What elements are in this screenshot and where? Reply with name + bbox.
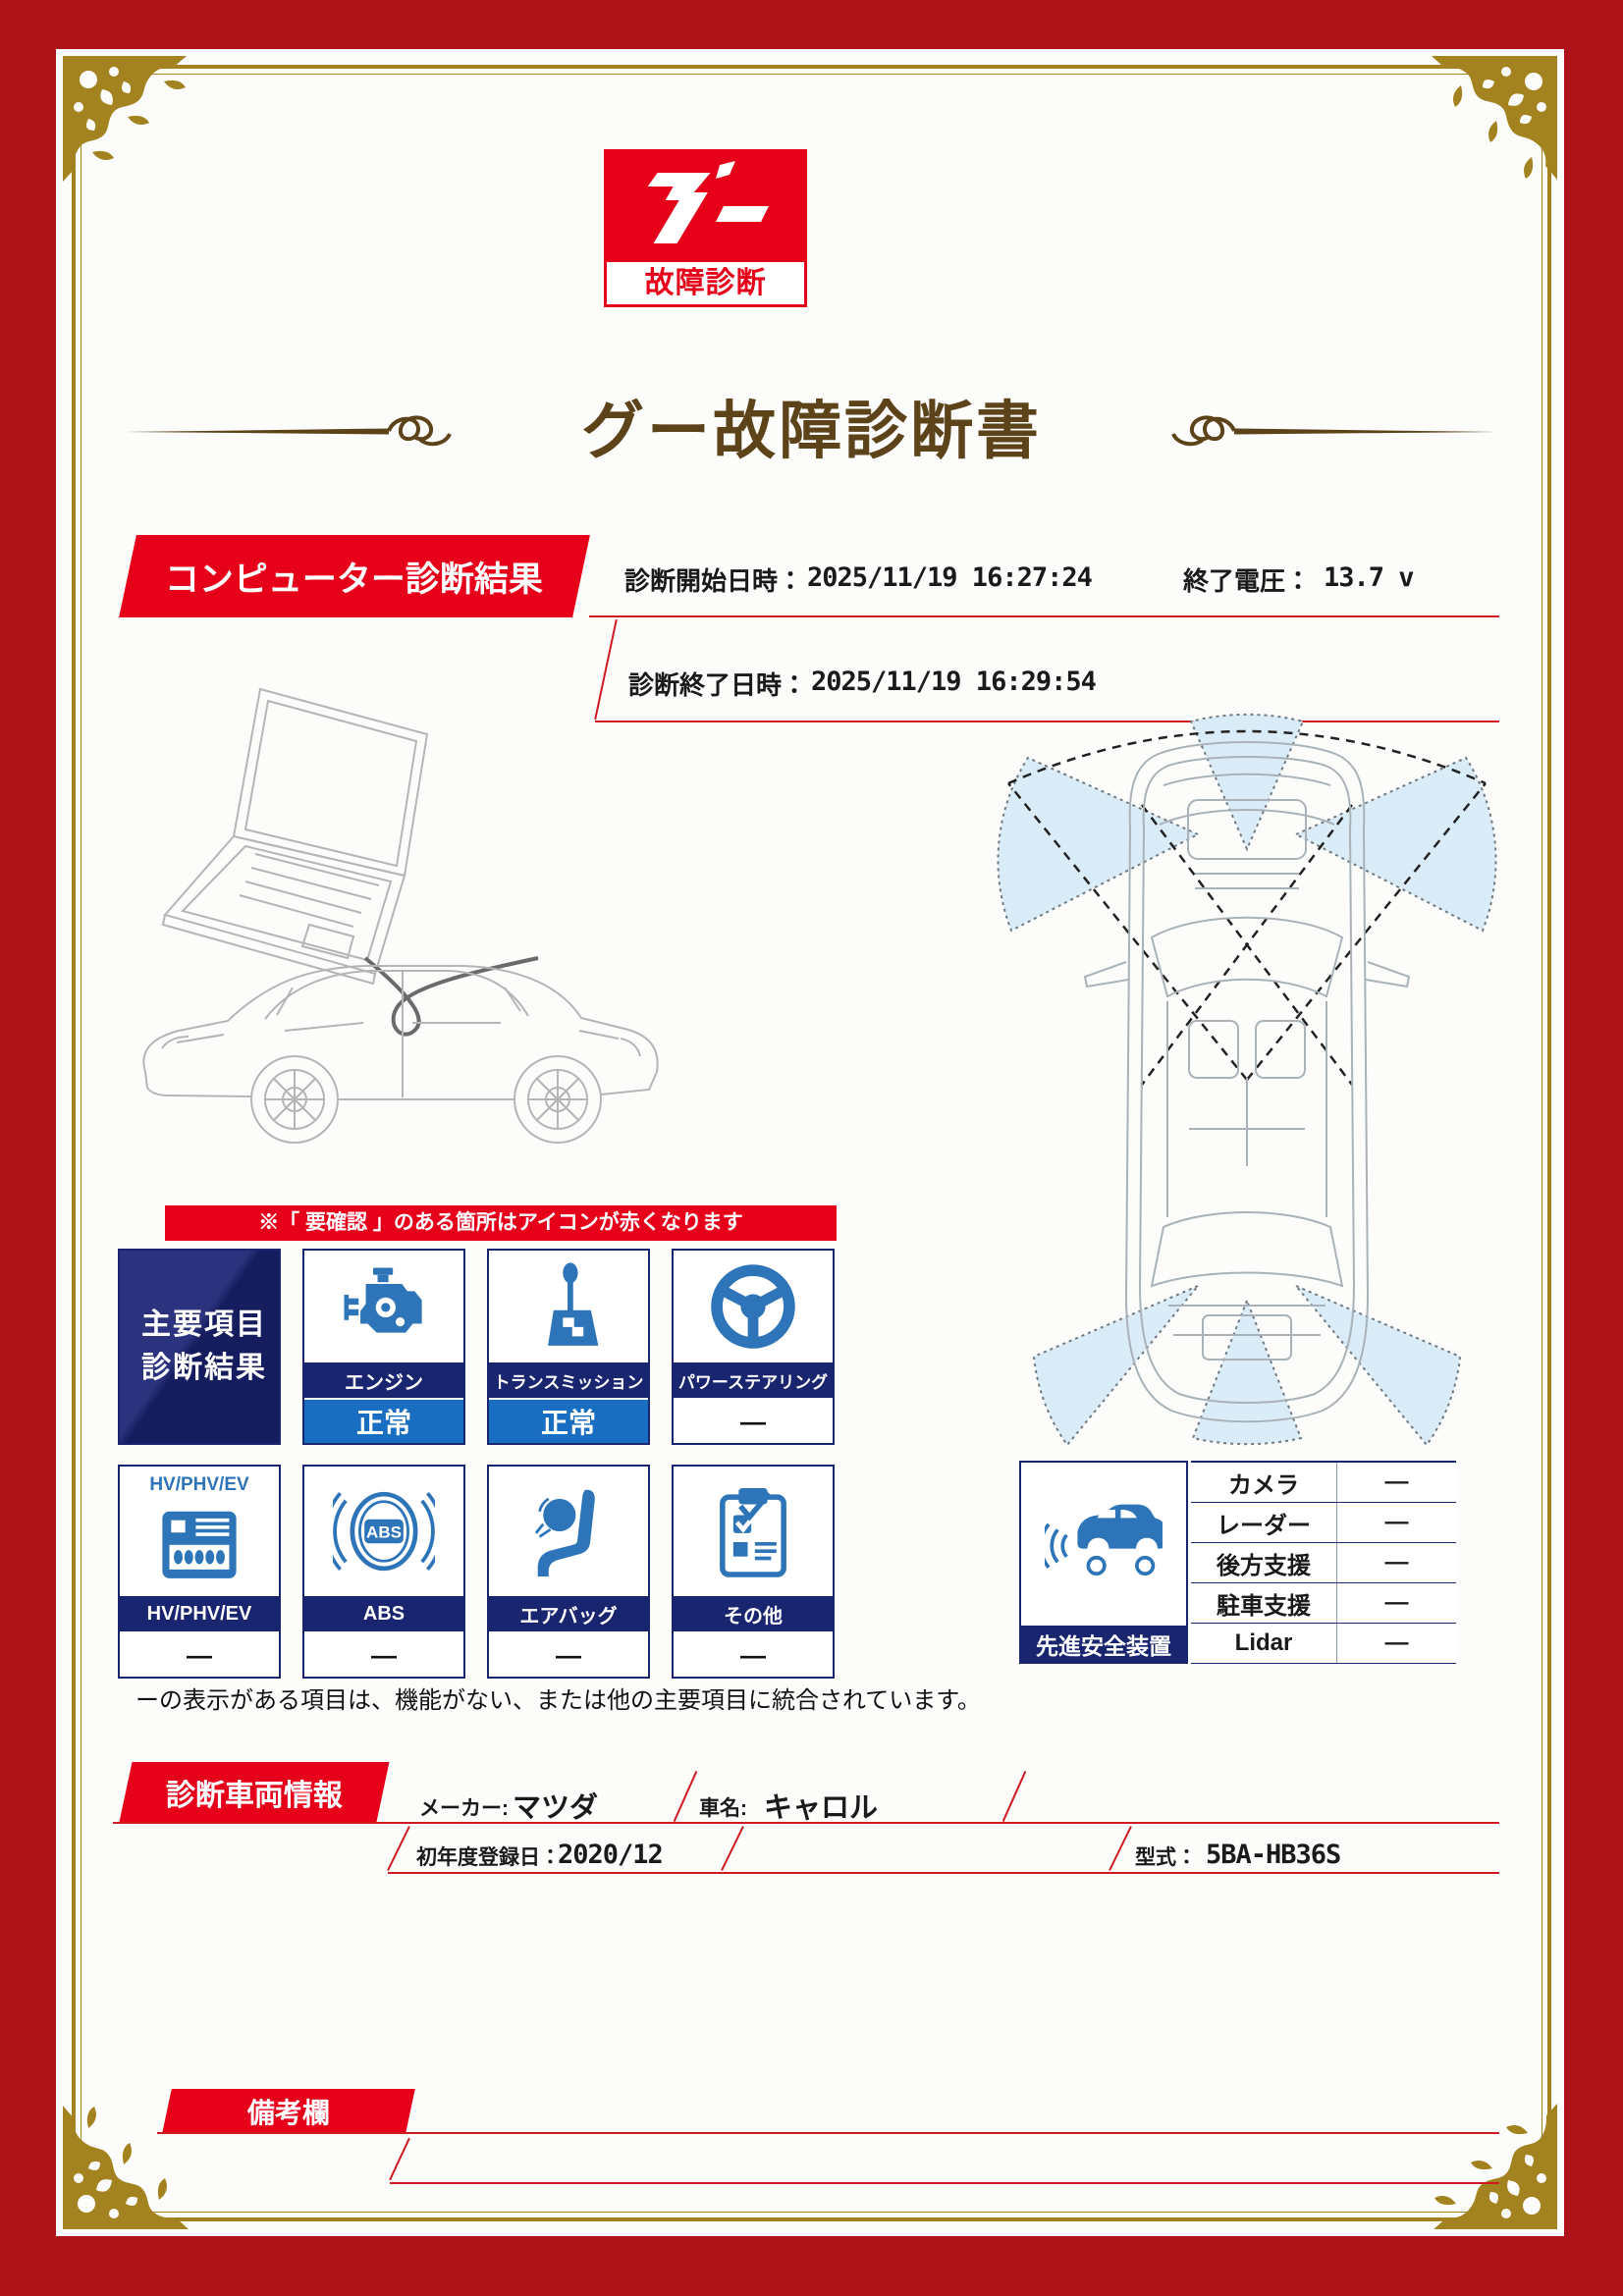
- first-registration-value: 2020/12: [558, 1840, 664, 1870]
- car-name-value: キャロル: [764, 1792, 879, 1824]
- corner-ornament-icon: [63, 56, 187, 182]
- safety-equipment-table: カメラ — レーダー — 後方支援 — 駐車支援 — Lidar —: [1191, 1461, 1456, 1664]
- corner-ornament-icon: [63, 2106, 189, 2229]
- section-label: コンピューター診断結果: [165, 560, 544, 599]
- page-title: グー故障診断書: [581, 396, 1042, 466]
- notes-line: [390, 2182, 1499, 2184]
- diagnosis-end-label: 診断終了日時：: [628, 670, 808, 700]
- page-background: [56, 49, 1564, 2236]
- notes-line: [157, 2132, 1499, 2134]
- cell-status: —: [674, 1633, 833, 1677]
- cell-label: エンジン: [304, 1362, 463, 1398]
- notice-bar: ※「 要確認 」のある箇所はアイコンが赤くなります: [165, 1205, 837, 1241]
- safety-car-icon: [1045, 1504, 1163, 1576]
- safety-equipment-box: 先進安全装置: [1019, 1461, 1188, 1664]
- cell-label: その他: [674, 1596, 833, 1631]
- title-flourish-icon: [126, 415, 452, 447]
- sensor-coverage-car-illustration: [997, 713, 1497, 1447]
- safety-row: 後方支援 —: [1191, 1543, 1456, 1583]
- airbag-icon: [534, 1489, 595, 1576]
- hv-unit-icon: [162, 1511, 237, 1578]
- header-line1: 主要項目: [141, 1308, 267, 1341]
- diagnosis-cell-other: その他 —: [672, 1465, 835, 1679]
- svg-text:ABS: ABS: [366, 1523, 402, 1542]
- maker-value: マツダ: [513, 1792, 599, 1824]
- first-registration-label: 初年度登録日：: [416, 1846, 561, 1869]
- hv-caption: HV/PHV/EV: [149, 1474, 249, 1495]
- cell-label: HV/PHV/EV: [120, 1596, 279, 1631]
- cell-status: 正常: [489, 1400, 648, 1443]
- goo-logo: 故障診断: [604, 149, 807, 307]
- cell-label: エアバッグ: [489, 1596, 648, 1631]
- model-code-label: 型式：: [1135, 1846, 1197, 1869]
- section-label: 備考欄: [246, 2097, 330, 2128]
- safety-equipment-label: 先進安全装置: [1021, 1626, 1186, 1662]
- diagnosis-cell-hv: HV/PHV/EV HV/PHV/EV —: [118, 1465, 281, 1679]
- divider-line: [113, 1822, 1499, 1824]
- engine-icon: [344, 1267, 422, 1333]
- safety-row: Lidar —: [1191, 1624, 1456, 1664]
- divider-line: [589, 615, 1499, 617]
- diagnostic-laptop-car-illustration: [142, 687, 659, 1144]
- safety-value: —: [1384, 1549, 1409, 1575]
- main-results-header: 主要項目 診断結果: [118, 1249, 281, 1445]
- safety-row: レーダー —: [1191, 1503, 1456, 1543]
- diagnosis-start-value: 2025/11/19 16:27:24: [807, 562, 1093, 593]
- header-line2: 診断結果: [141, 1352, 267, 1384]
- cell-status: —: [304, 1633, 463, 1677]
- transmission-icon: [548, 1262, 599, 1346]
- cell-status: —: [674, 1400, 833, 1443]
- safety-name: Lidar: [1191, 1624, 1337, 1663]
- abs-icon: ABS: [333, 1491, 435, 1572]
- steering-wheel-icon: [711, 1264, 795, 1349]
- diagnosis-cell-power-steering: パワーステアリング —: [672, 1249, 835, 1445]
- diagnosis-cell-airbag: エアバッグ —: [487, 1465, 650, 1679]
- maker-label: メーカー:: [419, 1797, 509, 1820]
- safety-value: —: [1384, 1629, 1409, 1656]
- cell-label: パワーステアリング: [674, 1362, 833, 1398]
- end-voltage-value: 13.7 v: [1324, 562, 1415, 593]
- section-computer-diagnosis: コンピューター診断結果: [119, 535, 590, 617]
- safety-row: 駐車支援 —: [1191, 1583, 1456, 1624]
- model-code-value: 5BA-HB36S: [1206, 1840, 1341, 1870]
- diagnosis-cell-engine: エンジン 正常: [302, 1249, 465, 1445]
- goo-logo-mark-icon: [647, 161, 769, 243]
- clipboard-icon: [720, 1488, 786, 1577]
- grid-footnote: ーの表示がある項目は、機能がない、または他の主要項目に統合されています。: [135, 1687, 981, 1714]
- section-notes: 備考欄: [162, 2089, 415, 2133]
- section-label: 診断車両情報: [166, 1779, 343, 1812]
- corner-ornament-icon: [1434, 2104, 1557, 2229]
- safety-name: 後方支援: [1191, 1543, 1337, 1582]
- divider-line: [595, 721, 1499, 722]
- diagnosis-cell-abs: ABS ABS —: [302, 1465, 465, 1679]
- logo-caption: 故障診断: [607, 262, 804, 304]
- diagnosis-end-value: 2025/11/19 16:29:54: [811, 667, 1097, 697]
- cell-status: —: [489, 1633, 648, 1677]
- cell-label: トランスミッション: [489, 1362, 648, 1398]
- cell-status: —: [120, 1633, 279, 1677]
- diagnosis-cell-transmission: トランスミッション 正常: [487, 1249, 650, 1445]
- safety-value: —: [1384, 1589, 1409, 1616]
- safety-value: —: [1384, 1509, 1409, 1535]
- car-name-label: 車名:: [699, 1797, 747, 1820]
- safety-name: 駐車支援: [1191, 1583, 1337, 1623]
- safety-value: —: [1384, 1468, 1409, 1495]
- cell-status: 正常: [304, 1400, 463, 1443]
- diagnosis-start-label: 診断開始日時：: [624, 566, 804, 596]
- safety-name: カメラ: [1191, 1463, 1337, 1502]
- cell-label: ABS: [304, 1596, 463, 1631]
- safety-name: レーダー: [1191, 1503, 1337, 1542]
- corner-ornament-icon: [1432, 56, 1557, 180]
- safety-row: カメラ —: [1191, 1463, 1456, 1503]
- title-flourish-icon: [1171, 415, 1497, 447]
- section-vehicle-info: 診断車両情報: [119, 1762, 390, 1822]
- end-voltage-label: 終了電圧：: [1183, 566, 1312, 596]
- divider-line: [388, 1872, 1499, 1874]
